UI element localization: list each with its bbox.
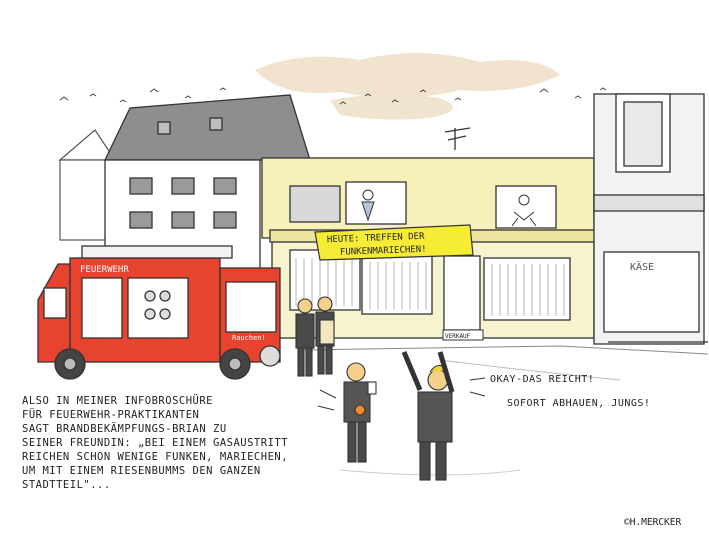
sky-cloud: [330, 94, 453, 120]
firefighters-pair: [295, 296, 335, 377]
caption-line: UM MIT EINEM RIESENBUMMS DEN GANZEN: [22, 465, 261, 477]
shop-sign: KÄSE: [630, 260, 654, 273]
speech-line2: SOFORT ABHAUEN, JUNGS!: [507, 398, 651, 409]
window-figure: [361, 189, 537, 227]
caption-line: SAGT BRANDBEKÄMPFUNGS-BRIAN ZU: [22, 423, 227, 435]
fire-truck: [37, 245, 281, 380]
sky-cloud: [255, 52, 560, 99]
birds: [59, 87, 607, 105]
building-right: [593, 93, 708, 345]
truck-label: FEUERWEHR: [80, 265, 129, 275]
banner-line1: HEUTE: TREFFEN DER: [327, 232, 425, 245]
caption-line: STADTTEIL"...: [22, 479, 111, 491]
caption-line: SEINER FREUNDIN: „BEI EINEM GASAUSTRITT: [22, 437, 289, 449]
firefighter-phone: [343, 362, 377, 463]
caption-line: REICHEN SCHON WENIGE FUNKEN, MARIECHEN,: [22, 451, 289, 463]
truck-side-text: Rauchen!: [232, 334, 266, 342]
firefighter-arms-up: [401, 351, 455, 481]
artist-credit: ©H.MERCKER: [624, 517, 682, 528]
caption-line: FÜR FEUERWEHR-PRAKTIKANTEN: [22, 409, 200, 421]
caption-text: ALSO IN MEINER INFOBROSCHÜRE FÜR FEUERWE…: [22, 394, 322, 492]
banner-line2: FUNKENMARIECHEN!: [340, 245, 427, 258]
speech-line1: OKAY-DAS REICHT!: [490, 374, 595, 385]
caption-line: ALSO IN MEINER INFOBROSCHÜRE: [22, 395, 214, 407]
door-sign: VERKAUF: [445, 333, 471, 340]
street-curb: [299, 345, 709, 355]
banner-sign: HEUTE: TREFFEN DER FUNKENMARIECHEN!: [314, 224, 474, 261]
